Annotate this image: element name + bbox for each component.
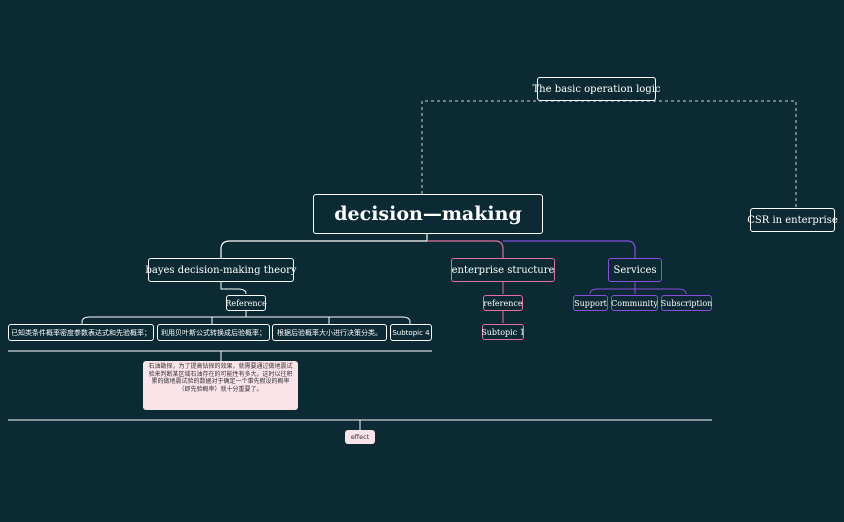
summary-effect-label: effect bbox=[350, 433, 370, 441]
floating-topic-csr[interactable]: CSR in enterprise bbox=[747, 208, 838, 232]
subtopic-label: Community bbox=[611, 298, 658, 308]
topic-label: enterprise structure bbox=[451, 264, 555, 276]
subtopic-reference[interactable]: Reference bbox=[225, 295, 267, 311]
summary-note[interactable]: 石油勘探，为了提高钻探的效果，就需要通过做地震试验来判断某区域石油存在的可能性有… bbox=[143, 361, 298, 410]
subtopic-bayes-item-3[interactable]: 根据后验概率大小进行决策分类。 bbox=[272, 324, 387, 341]
floating-topic-operation-logic[interactable]: The basic operation logic bbox=[532, 77, 661, 101]
central-topic-label: decision—making bbox=[334, 203, 522, 225]
branch-line-services-items bbox=[589, 282, 687, 295]
floating-topic-label: The basic operation logic bbox=[532, 83, 661, 95]
subtopic-enterprise-subtopic-1[interactable]: Subtopic 1 bbox=[481, 324, 525, 340]
floating-topic-label: CSR in enterprise bbox=[747, 214, 838, 226]
subtopic-label: Subtopic 1 bbox=[481, 327, 525, 337]
topic-enterprise-structure[interactable]: enterprise structure bbox=[451, 258, 555, 282]
subtopic-label: 已知类条件概率密度参数表达式和先验概率； bbox=[11, 328, 151, 337]
subtopic-label: 利用贝叶斯公式转换成后验概率； bbox=[161, 328, 266, 337]
topic-services[interactable]: Services bbox=[608, 258, 662, 282]
subtopic-label: Support bbox=[574, 298, 607, 308]
subtopic-subscription[interactable]: Subscription bbox=[661, 295, 712, 311]
subtopic-bayes-item-1[interactable]: 已知类条件概率密度参数表达式和先验概率； bbox=[8, 324, 154, 341]
summary-note-text: 石油勘探，为了提高钻探的效果，就需要通过做地震试验来判断某区域石油存在的可能性有… bbox=[148, 363, 293, 393]
subtopic-support[interactable]: Support bbox=[573, 295, 608, 311]
subtopic-community[interactable]: Community bbox=[611, 295, 658, 311]
summary-effect[interactable]: effect bbox=[345, 430, 375, 444]
branch-line-services bbox=[503, 240, 636, 258]
topic-label: Services bbox=[613, 264, 657, 276]
subtopic-label: Subtopic 4 bbox=[392, 328, 430, 337]
subtopic-bayes-item-4[interactable]: Subtopic 4 bbox=[390, 324, 432, 341]
subtopic-label: reference bbox=[483, 298, 523, 308]
subtopic-bayes-item-2[interactable]: 利用贝叶斯公式转换成后验概率； bbox=[157, 324, 270, 341]
relationship-line bbox=[421, 100, 797, 208]
subtopic-label: Subscription bbox=[660, 298, 713, 308]
subtopic-enterprise-reference[interactable]: reference bbox=[483, 295, 523, 311]
subtopic-label: 根据后验概率大小进行决策分类。 bbox=[277, 328, 382, 337]
branch-line-reference-items bbox=[81, 310, 411, 324]
branch-line-bayes bbox=[220, 234, 428, 258]
branch-line-bayes-reference bbox=[220, 282, 247, 295]
topic-label: bayes decision-making theory bbox=[145, 264, 297, 276]
central-topic[interactable]: decision—making bbox=[313, 194, 543, 234]
topic-bayes-decision-making[interactable]: bayes decision-making theory bbox=[145, 258, 297, 282]
branch-line-enterprise bbox=[427, 240, 504, 258]
subtopic-label: Reference bbox=[225, 298, 267, 308]
